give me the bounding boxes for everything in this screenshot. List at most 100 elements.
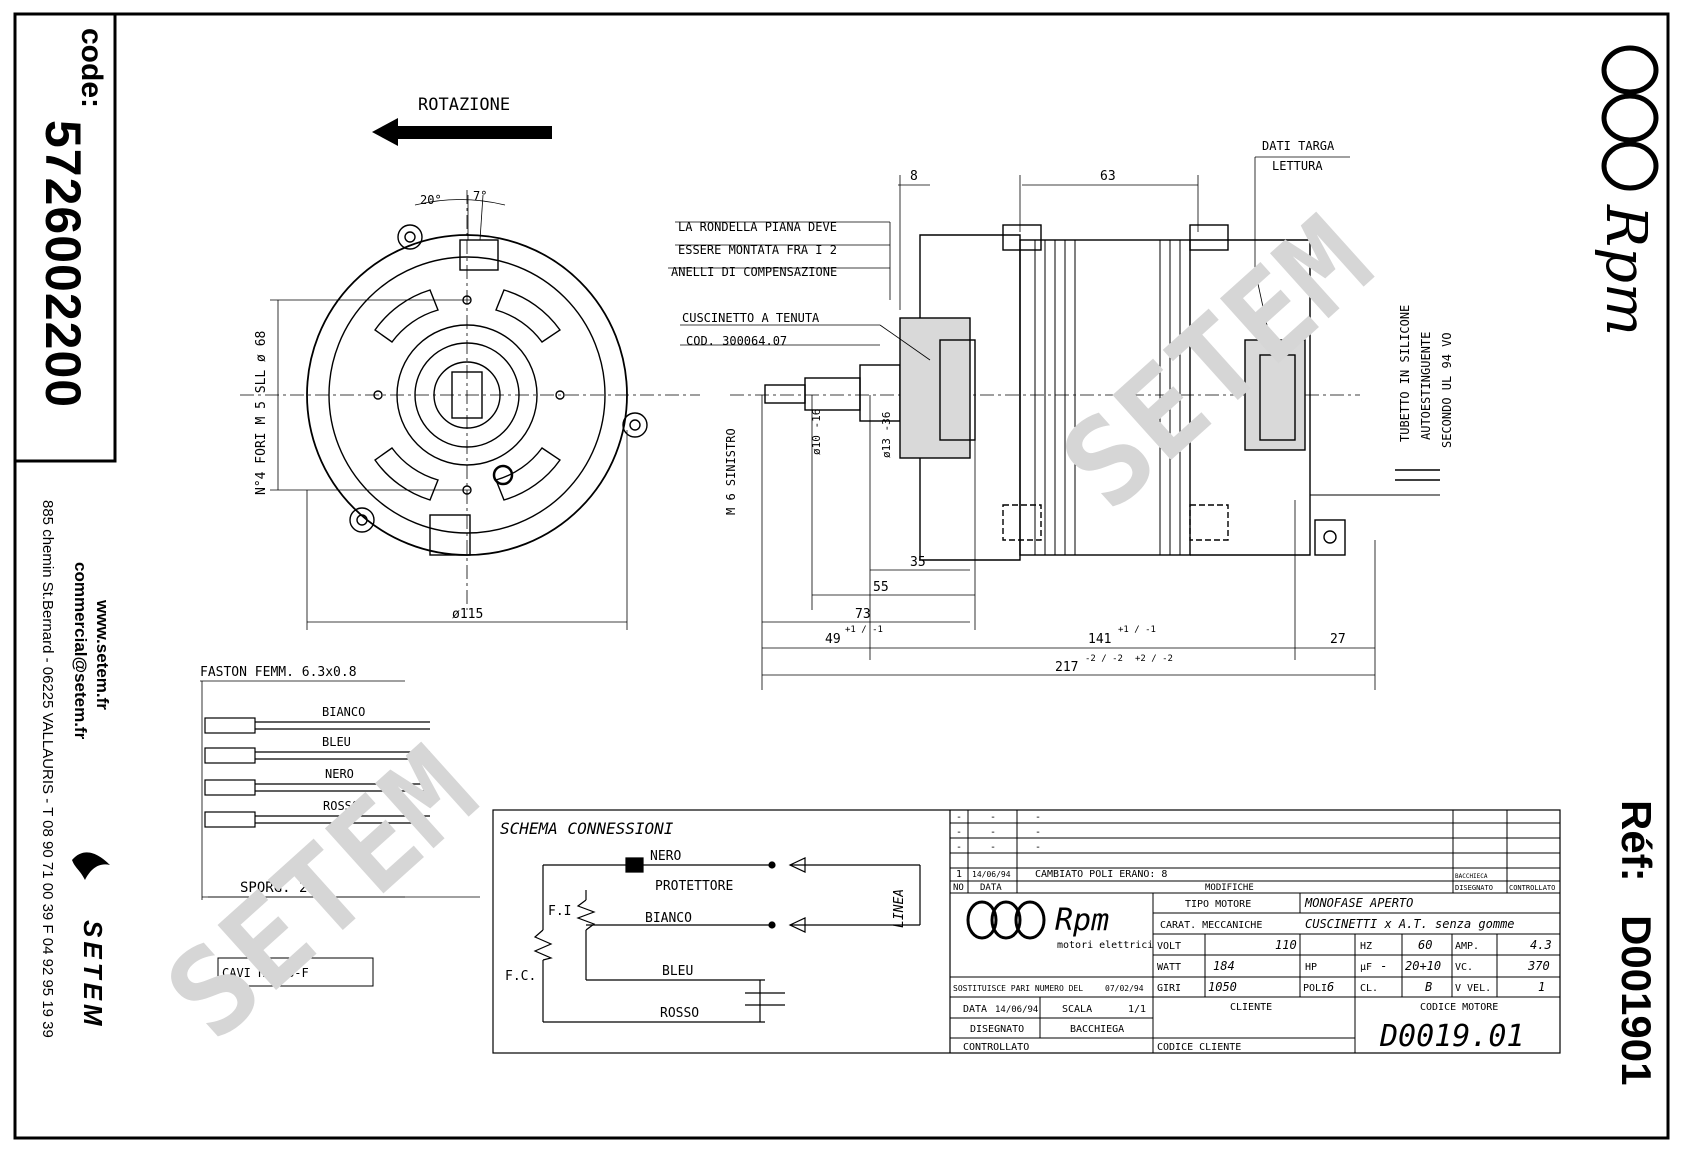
cl-value: B (1425, 980, 1432, 994)
dim-55: 55 (873, 580, 889, 595)
plate-note-1: DATI TARGA (1262, 139, 1335, 153)
wire-label-rosso: ROSSO (323, 799, 359, 813)
schema-bianco: BIANCO (645, 911, 692, 926)
scala-label: SCALA (1062, 1004, 1092, 1015)
rev-3-data: - (990, 842, 996, 853)
code-value: 5726002200 (35, 120, 91, 409)
dim-35: 35 (910, 555, 926, 570)
rpm-logo-text: Rpm (1593, 205, 1658, 337)
rev-2-desc: - (1035, 827, 1041, 838)
company-address: 885 chemin St.Bernard - 06225 VALLAURIS … (39, 500, 56, 1038)
data-label: DATA (963, 1004, 987, 1015)
rev-4-no: 1 (956, 869, 962, 880)
code-label: code: (75, 28, 108, 109)
company-logo: Rpm (1055, 903, 1109, 938)
amp-value: 4.3 (1530, 938, 1552, 952)
dim-63: 63 (1100, 169, 1116, 184)
codice-motore-label: CODICE MOTORE (1420, 1002, 1498, 1013)
setem-brand-text: SETEM (78, 920, 108, 1030)
rpm-coil-logo-small (966, 900, 1046, 940)
hp-value: - (1380, 959, 1387, 973)
tube-note-2: AUTOESTINGUENTE (1419, 332, 1433, 440)
wire-label-nero: NERO (325, 767, 354, 781)
rev-header-desc: MODIFICHE (1205, 883, 1254, 893)
website-link[interactable]: www.setem.fr (93, 600, 112, 710)
schema-fi: F.I (548, 904, 571, 919)
carat-value: CUSCINETTI x A.T. senza gomme (1305, 917, 1515, 931)
disegnato-value: BACCHIEGA (1070, 1024, 1124, 1035)
watt-value: 184 (1213, 959, 1235, 973)
schema-frame (208, 809, 1561, 1054)
drawing-labels: ROTAZIONE 20° 7° N°4 FORI M 5 SLL ø 68 ø… (200, 95, 1454, 980)
poli-value: 6 (1327, 980, 1334, 994)
holes-label: N°4 FORI M 5 SLL ø 68 (254, 331, 269, 495)
hp-label: HP (1305, 962, 1317, 973)
sostituisce-label: SOSTITUISCE PARI NUMERO DEL (953, 984, 1083, 993)
rev-4-desc: CAMBIATO POLI ERANO: 8 (1035, 869, 1167, 880)
bearing-note-2: COD. 300064.07 (686, 334, 787, 348)
rev-header-no: NO (953, 883, 964, 893)
washer-note-1: LA RONDELLA PIANA DEVE (678, 220, 837, 234)
wire-label-bleu: BLEU (322, 735, 351, 749)
controllato-label: CONTROLLATO (963, 1042, 1029, 1053)
dim-141: 141 (1088, 632, 1111, 647)
ref-label: Réf: (1613, 800, 1660, 882)
vc-value: 370 (1527, 959, 1550, 973)
schema-fc: F.C. (505, 969, 536, 984)
sostituisce-date: 07/02/94 (1105, 984, 1144, 993)
title-block-labels: - - - - - - - - - 1 14/06/94 CAMBIATO PO… (953, 812, 1555, 1054)
tube-note-3: SECONDO UL 94 VO (1440, 332, 1454, 448)
dim-217: 217 (1055, 660, 1078, 675)
front-view (240, 190, 700, 630)
tipo-motore-label: TIPO MOTORE (1185, 899, 1251, 910)
schema-labels: SCHEMA CONNESSIONI NERO PROTETTORE BIANC… (500, 819, 907, 1021)
amp-label: AMP. (1455, 941, 1479, 952)
cavi-label: CAVI H05SS-F (222, 966, 309, 980)
rev-1-desc: - (1035, 812, 1041, 823)
uf-label: μF (1360, 962, 1372, 973)
disegnato-label: DISEGNATO (970, 1024, 1024, 1035)
dim-49-tol: +1 / -1 (845, 625, 883, 635)
watermark-text-2: SETEM (141, 722, 502, 1067)
wire-label-bianco: BIANCO (322, 705, 365, 719)
carat-label: CARAT. MECCANICHE (1160, 920, 1262, 931)
angle-7-label: 7° (473, 189, 487, 203)
faston-label: FASTON FEMM. 6.3x0.8 (200, 665, 357, 680)
dim-49: 49 (825, 632, 841, 647)
title-block-grid (950, 810, 1560, 1053)
volt-value: 110 (1275, 938, 1297, 952)
outer-frame (13, 12, 1670, 1140)
rotation-arrow (372, 118, 552, 146)
angle-20-label: 20° (420, 193, 442, 207)
dim-217-tol: -2 / -2 (1085, 654, 1123, 664)
rev-header-controllato: CONTROLLATO (1509, 884, 1555, 892)
setem-bird-logo (72, 852, 110, 880)
ref-value: D001901 (1613, 915, 1660, 1086)
dim-217-tol2: +2 / -2 (1135, 654, 1173, 664)
code-box (13, 12, 117, 463)
dim-27: 27 (1330, 632, 1346, 647)
watermark-text-1: SETEM (1036, 192, 1397, 537)
schema-nero: NERO (650, 849, 681, 864)
rev-3-no: - (956, 842, 962, 853)
vvel-label: V VEL. (1455, 983, 1491, 994)
giri-label: GIRI (1157, 983, 1181, 994)
schema-protettore: PROTETTORE (655, 879, 733, 894)
dim-115-label: ø115 (452, 607, 483, 622)
rev-header-disegnato: DISEGNATO (1455, 884, 1493, 892)
data-value: 14/06/94 (995, 1005, 1038, 1015)
codice-motore-value: D0019.01 (1379, 1019, 1525, 1054)
poli-label: POLI (1303, 983, 1327, 994)
washer-note-3: ANELLI DI COMPENSAZIONE (671, 265, 837, 279)
email-link[interactable]: commercial@setem.fr (71, 562, 90, 740)
rev-2-no: - (956, 827, 962, 838)
tipo-motore-value: MONOFASE APERTO (1304, 896, 1413, 910)
rev-3-desc: - (1035, 842, 1041, 853)
tube-note-1: TUBETTO IN SILICONE (1398, 305, 1412, 442)
vc-label: VC. (1455, 962, 1473, 973)
schema-title: SCHEMA CONNESSIONI (500, 819, 674, 838)
hz-label: HZ (1360, 941, 1372, 952)
side-view (668, 156, 1440, 690)
dim-141-tol: +1 / -1 (1118, 625, 1156, 635)
